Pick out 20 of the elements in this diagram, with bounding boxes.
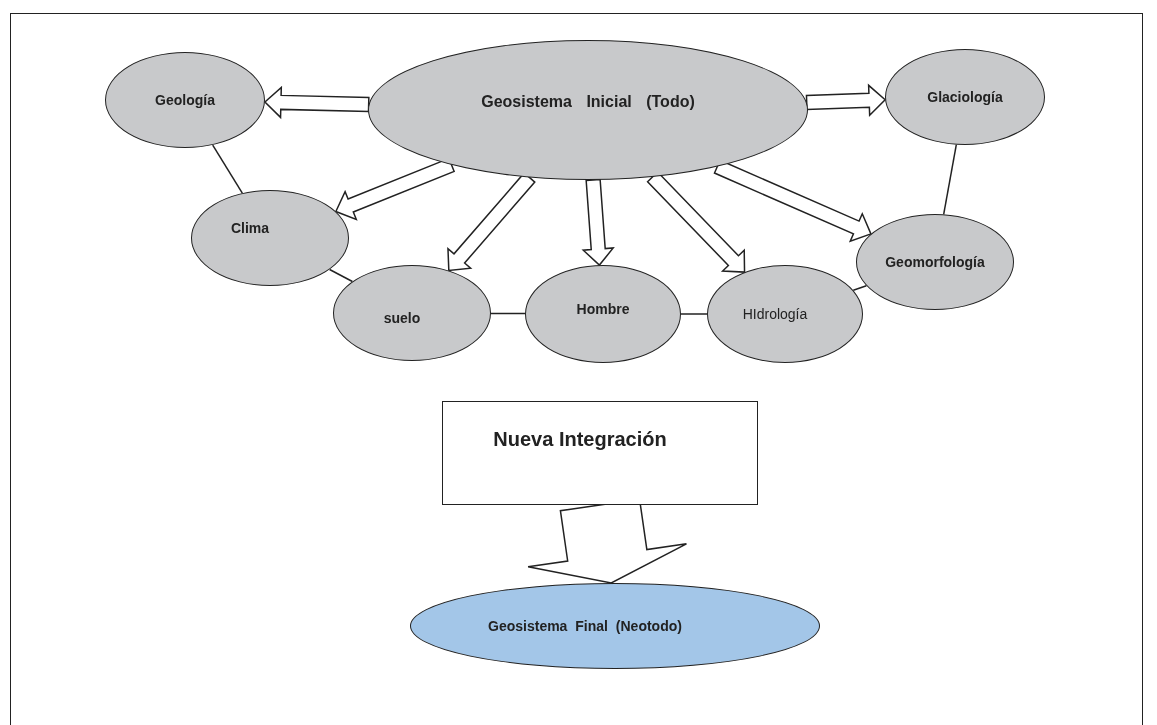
block-arrow — [581, 178, 615, 267]
node-label: Geomorfología — [885, 254, 985, 270]
connector-line — [680, 313, 708, 315]
node-label: HIdrología — [742, 306, 808, 322]
block-arrow — [805, 83, 887, 118]
block-arrow — [263, 85, 370, 120]
node-label: Geosistema Inicial (Todo) — [481, 93, 695, 111]
connector-line — [942, 143, 958, 216]
node-label: Hombre — [576, 301, 630, 317]
connector-line — [212, 144, 244, 194]
node-label: Nueva Integración — [493, 427, 667, 451]
node-label: Glaciología — [927, 89, 1003, 105]
process-box — [442, 401, 758, 505]
node-label: Geosistema Final (Neotodo) — [488, 618, 682, 634]
node-label: Geología — [155, 92, 215, 108]
node-label: suelo — [383, 310, 421, 326]
connector-line — [852, 285, 868, 292]
connector-line — [490, 312, 526, 315]
connector-line — [328, 268, 354, 283]
node-label: Clima — [230, 220, 270, 236]
